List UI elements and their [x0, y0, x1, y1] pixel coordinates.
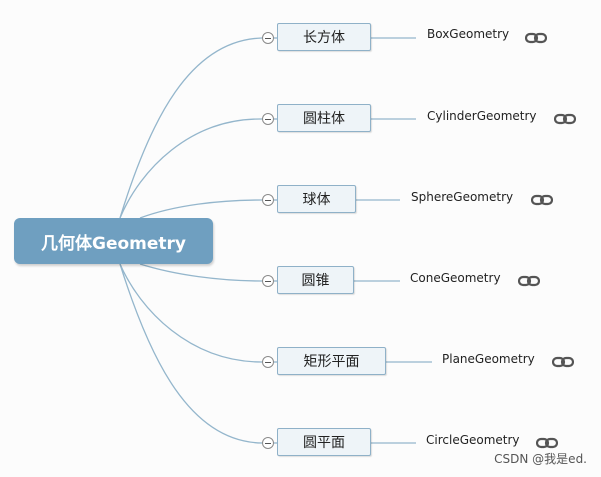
branch-node-5[interactable]: 矩形平面	[277, 347, 386, 375]
leaf-node-2[interactable]: CylinderGeometry	[427, 109, 537, 123]
branch-label-4: 圆锥	[301, 273, 330, 289]
collapse-toggle-1[interactable]	[262, 32, 274, 44]
link-icon[interactable]	[554, 113, 576, 125]
link-icon[interactable]	[536, 437, 558, 449]
connector-root-branch-4	[139, 263, 263, 282]
branch-node-4[interactable]: 圆锥	[277, 266, 354, 294]
leaf-label-2: CylinderGeometry	[427, 109, 537, 123]
leaf-label-5: PlaneGeometry	[442, 352, 535, 366]
link-icon[interactable]	[518, 275, 540, 287]
leaf-node-3[interactable]: SphereGeometry	[411, 190, 513, 204]
branch-node-2[interactable]: 圆柱体	[277, 104, 371, 132]
branch-label-1: 长方体	[303, 30, 345, 46]
connector-root-branch-1	[119, 37, 263, 219]
leaf-node-6[interactable]: CircleGeometry	[426, 433, 520, 447]
collapse-toggle-2[interactable]	[262, 113, 274, 125]
collapse-toggle-5[interactable]	[262, 356, 274, 368]
leaf-node-5[interactable]: PlaneGeometry	[442, 352, 535, 366]
root-node[interactable]: 几何体Geometry	[14, 218, 213, 264]
link-icon[interactable]	[525, 32, 547, 44]
root-label: 几何体Geometry	[41, 233, 186, 254]
branch-label-2: 圆柱体	[303, 111, 345, 127]
leaf-label-3: SphereGeometry	[411, 190, 514, 204]
leaf-label-4: ConeGeometry	[410, 271, 501, 285]
connector-root-branch-6	[119, 263, 263, 444]
branch-node-1[interactable]: 长方体	[277, 23, 371, 51]
leaf-label-1: BoxGeometry	[427, 27, 510, 41]
branch-label-3: 球体	[302, 192, 331, 208]
branch-label-5: 矩形平面	[303, 354, 360, 370]
watermark: CSDN @我是ed.	[494, 452, 587, 466]
collapse-toggle-3[interactable]	[262, 194, 274, 206]
leaf-node-1[interactable]: BoxGeometry	[427, 27, 509, 41]
branch-label-6: 圆平面	[303, 435, 345, 451]
connector-root-branch-2	[119, 118, 263, 219]
connector-root-branch-3	[139, 199, 263, 219]
link-icon[interactable]	[552, 356, 574, 368]
collapse-toggle-6[interactable]	[262, 437, 274, 449]
leaf-label-6: CircleGeometry	[426, 433, 520, 447]
link-icon[interactable]	[531, 194, 553, 206]
collapse-toggle-4[interactable]	[262, 275, 274, 287]
branch-node-6[interactable]: 圆平面	[277, 428, 371, 456]
branch-node-3[interactable]: 球体	[277, 185, 356, 213]
leaf-node-4[interactable]: ConeGeometry	[410, 271, 501, 285]
connector-root-branch-5	[119, 263, 263, 363]
